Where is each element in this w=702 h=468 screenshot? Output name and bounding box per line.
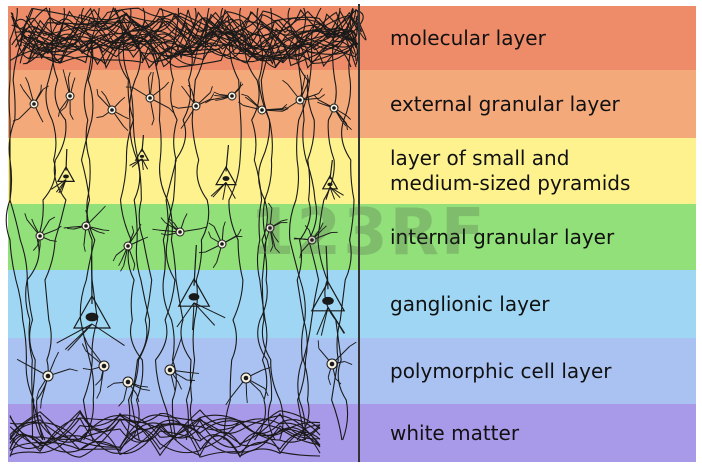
- neuron-cell: [265, 203, 288, 253]
- neuron-cell: [64, 206, 109, 252]
- label-internal-granular-layer: internal granular layer: [390, 204, 692, 270]
- neuron-cell: [113, 224, 148, 271]
- label-small-medium-pyramids: layer of small and medium-sized pyramids: [390, 138, 692, 204]
- neuron-cell: [96, 89, 128, 131]
- neuron-cell: [13, 77, 49, 122]
- neuron-cell: [199, 222, 242, 268]
- neuron-cell: [152, 214, 206, 237]
- neuron-cell: [294, 223, 338, 259]
- neuron-cell: [25, 213, 62, 252]
- label-ganglionic-layer: ganglionic layer: [390, 270, 692, 338]
- label-molecular-layer: molecular layer: [390, 6, 692, 70]
- label-external-granular-layer: external granular layer: [390, 70, 692, 138]
- pyramidal-neuron: [211, 145, 236, 200]
- label-internal-granular-layer-text: internal granular layer: [390, 225, 614, 250]
- label-polymorphic-cell-layer: polymorphic cell layer: [390, 338, 692, 404]
- neuron-cell: [59, 70, 76, 120]
- label-small-medium-pyramids-text: layer of small and medium-sized pyramids: [390, 146, 630, 196]
- illustration-divider-line: [358, 4, 360, 462]
- label-external-granular-layer-text: external granular layer: [390, 92, 620, 117]
- neuron-cell: [314, 95, 352, 130]
- label-ganglionic-layer-text: ganglionic layer: [390, 292, 549, 317]
- pyramidal-neuron: [57, 256, 125, 351]
- label-molecular-layer-text: molecular layer: [390, 26, 546, 51]
- label-polymorphic-cell-layer-text: polymorphic cell layer: [390, 359, 612, 384]
- label-white-matter-text: white matter: [390, 421, 519, 446]
- neuron-cell: [172, 85, 214, 129]
- label-white-matter: white matter: [390, 404, 692, 462]
- pyramidal-neuron: [323, 160, 344, 200]
- neuron-cell: [226, 368, 270, 405]
